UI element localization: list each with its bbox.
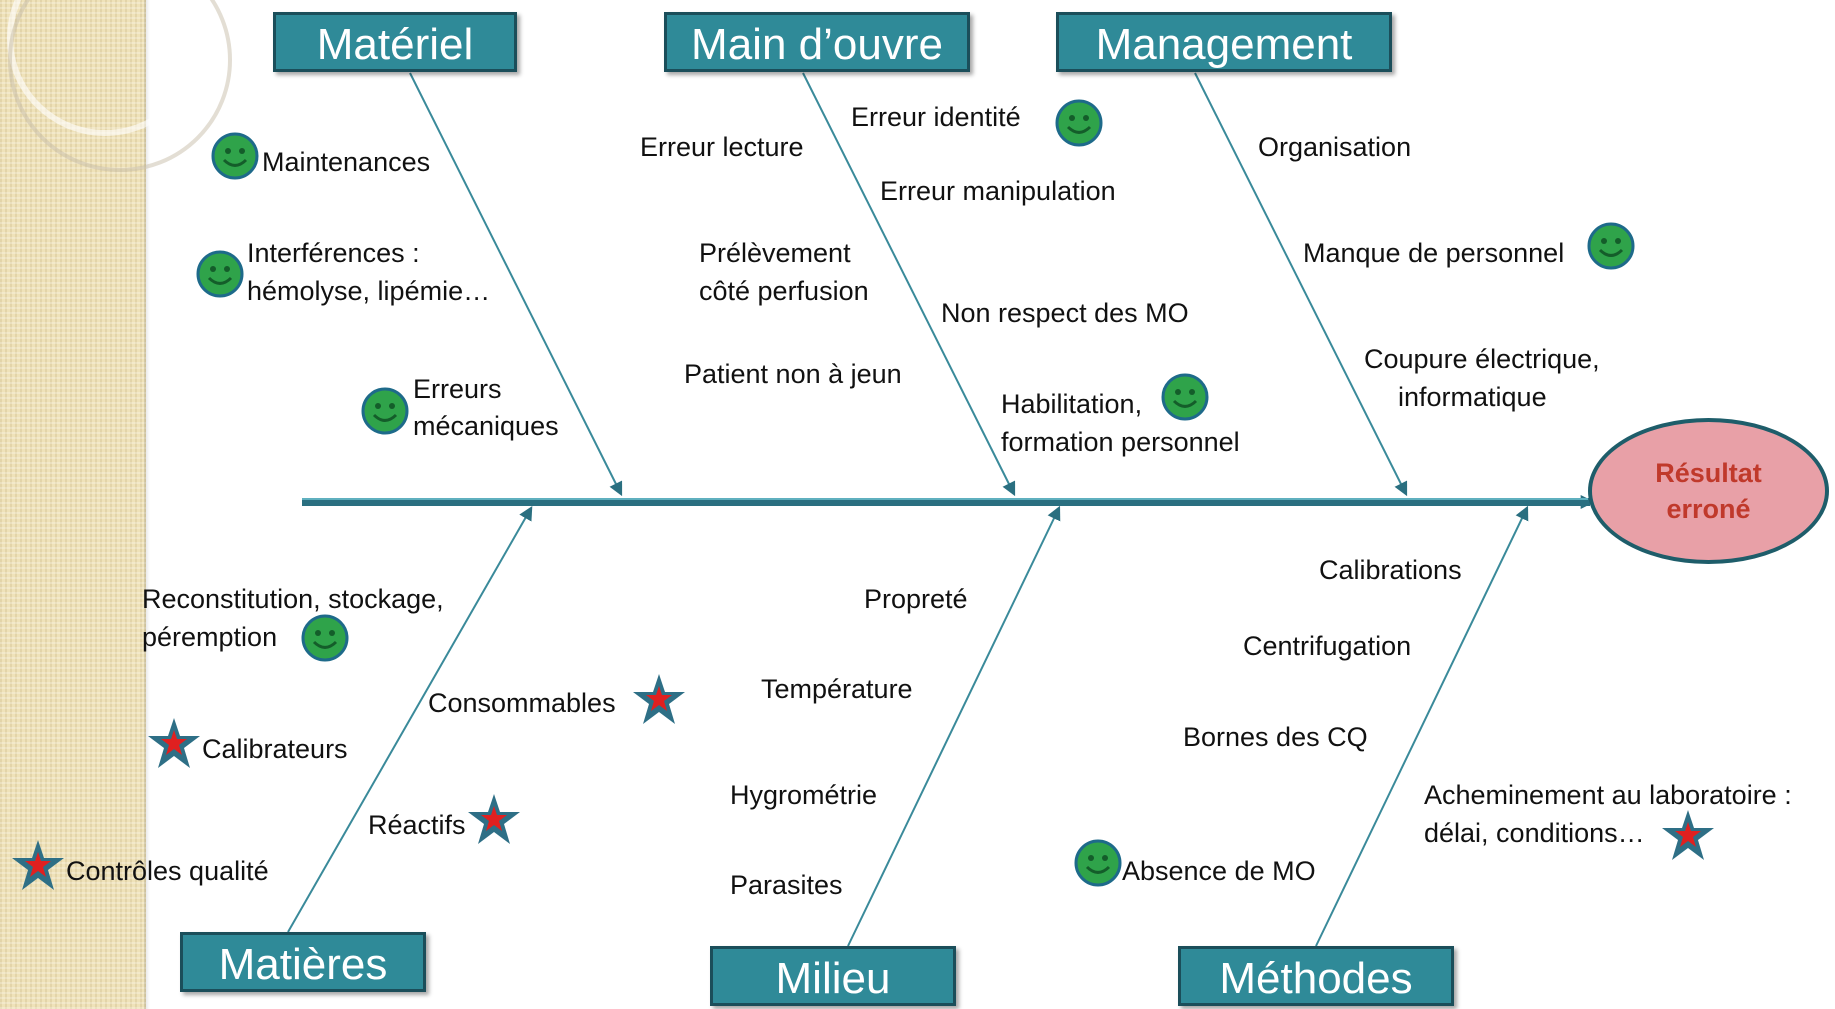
- cause-coupure-2: informatique: [1398, 382, 1547, 412]
- category-main-oeuvre: Main d’ouvre: [664, 12, 970, 72]
- cause-acheminement-1: Acheminement au laboratoire :: [1424, 780, 1792, 810]
- smiley-icon: [1161, 373, 1209, 421]
- cause-patient-non-a-jeun: Patient non à jeun: [684, 359, 902, 389]
- cause-prelevement-2: côté perfusion: [699, 276, 869, 306]
- cause-maintenances: Maintenances: [262, 147, 431, 177]
- cause-consommables: Consommables: [428, 688, 616, 718]
- cause-coupure-1: Coupure électrique,: [1364, 344, 1600, 374]
- star-icon: [468, 794, 520, 844]
- cause-prelevement-1: Prélèvement: [699, 238, 851, 268]
- cause-calibrateurs: Calibrateurs: [202, 734, 348, 764]
- cause-manque-personnel: Manque de personnel: [1303, 238, 1565, 268]
- smiley-icon: [211, 132, 259, 180]
- bone-matieres: [287, 505, 533, 933]
- cause-proprete: Propreté: [864, 584, 968, 614]
- cause-parasites: Parasites: [730, 870, 843, 900]
- cause-calibrations: Calibrations: [1319, 555, 1462, 585]
- cause-erreur-lecture: Erreur lecture: [640, 132, 804, 162]
- smiley-icon: [1074, 839, 1122, 887]
- cause-temperature: Température: [761, 674, 913, 704]
- bone-materiel: [409, 72, 623, 497]
- cause-habilitation-2: formation personnel: [1001, 427, 1240, 457]
- smiley-icon: [301, 614, 349, 662]
- star-icon: [12, 840, 64, 890]
- cause-erreur-identite: Erreur identité: [851, 102, 1021, 132]
- category-materiel: Matériel: [273, 12, 517, 72]
- cause-non-respect-mo: Non respect des MO: [941, 298, 1189, 328]
- category-methodes: Méthodes: [1178, 946, 1454, 1006]
- cause-controles-qualite: Contrôles qualité: [66, 856, 269, 886]
- cause-interferences-2: hémolyse, lipémie…: [247, 276, 491, 306]
- cause-absence-mo: Absence de MO: [1122, 856, 1316, 886]
- category-milieu: Milieu: [710, 946, 956, 1006]
- cause-reconstitution-2: péremption: [142, 622, 278, 652]
- category-matieres: Matières: [180, 932, 426, 992]
- effect-line-2: erroné: [1666, 494, 1751, 524]
- side-strip-shadow: [144, 0, 150, 1009]
- cause-erreurs-mecaniques-1: Erreurs: [413, 374, 502, 404]
- effect-result-ellipse: Résultat erroné: [1588, 418, 1829, 564]
- star-icon: [1662, 810, 1714, 860]
- cause-organisation: Organisation: [1258, 132, 1412, 162]
- cause-habilitation-1: Habilitation,: [1001, 389, 1143, 419]
- cause-erreur-manipulation: Erreur manipulation: [880, 176, 1116, 206]
- decorative-rings: [7, 0, 232, 172]
- cause-hygrometrie: Hygrométrie: [730, 780, 878, 810]
- smiley-icon: [1587, 222, 1635, 270]
- bone-milieu: [847, 505, 1061, 947]
- cause-interferences-1: Interférences :: [247, 238, 420, 268]
- cause-erreurs-mecaniques-2: mécaniques: [413, 411, 559, 441]
- smiley-icon: [196, 250, 244, 298]
- cause-acheminement-2: délai, conditions…: [1424, 818, 1645, 848]
- effect-line-1: Résultat: [1655, 458, 1762, 488]
- cause-centrifugation: Centrifugation: [1243, 631, 1412, 661]
- bone-main-oeuvre: [802, 72, 1016, 497]
- smiley-icon: [361, 387, 409, 435]
- star-icon: [148, 718, 200, 768]
- bone-methodes: [1315, 505, 1529, 947]
- cause-reconstitution-1: Reconstitution, stockage,: [142, 584, 444, 614]
- star-icon: [633, 674, 685, 724]
- smiley-icon: [1055, 99, 1103, 147]
- cause-reactifs: Réactifs: [368, 810, 466, 840]
- bone-management: [1194, 72, 1408, 497]
- category-management: Management: [1056, 12, 1392, 72]
- cause-bornes-cq: Bornes des CQ: [1183, 722, 1368, 752]
